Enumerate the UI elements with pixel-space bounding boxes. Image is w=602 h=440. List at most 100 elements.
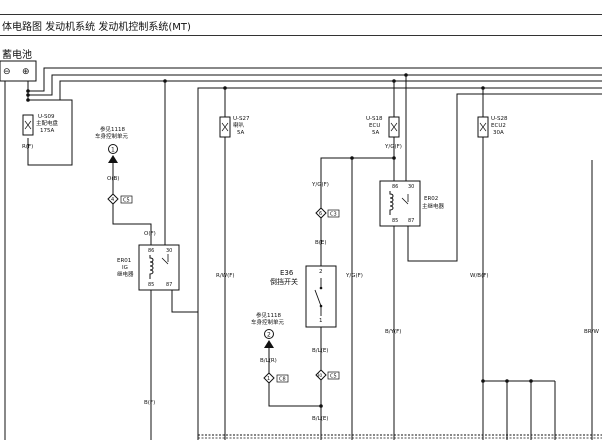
junction-dot xyxy=(26,93,30,97)
reference-2-num: 2 xyxy=(267,332,271,339)
fuse-u-s28: U-S28 ECU2 30A xyxy=(477,116,508,138)
wire-label-r-f: R(F) xyxy=(22,144,33,150)
wire-relay-er01-87 xyxy=(171,290,198,313)
reference-arrow-icon xyxy=(264,340,274,348)
wire-label-b-f: B(F) xyxy=(144,400,155,406)
fuse-u-s09: U-S09 主配电盘 175A xyxy=(22,114,59,136)
reference-arrow-icon xyxy=(108,155,118,163)
connector-ref: C8 xyxy=(279,377,286,383)
switch-terminal-icon xyxy=(319,304,323,308)
relay-er02-body xyxy=(379,180,421,227)
wire-label-o-f: O(F) xyxy=(144,231,156,237)
connector-pin: 1 xyxy=(267,376,270,382)
bus-line-3 xyxy=(28,80,602,101)
reference-2-line2: 车身控制单元 xyxy=(251,318,285,326)
connector-c3-pin6: 6 C3 xyxy=(315,207,340,219)
connector-ref-box xyxy=(327,209,340,218)
wire-label-b-l-e: B/L(E) xyxy=(312,348,328,354)
connector-c5-pin30: 30 C5 xyxy=(315,369,340,381)
reference-2-line1: 参见1118 xyxy=(256,311,281,319)
junction-dot xyxy=(26,98,30,102)
switch-e36-name: 倒挡开关 xyxy=(270,277,298,286)
battery-label: 蓄电池 xyxy=(2,48,32,61)
wire-label-r-w-f: R/W(F) xyxy=(216,273,235,279)
fuse-icon xyxy=(24,120,32,130)
battery-minus-icon: ⊖ xyxy=(3,67,11,77)
fuse-u-s27: U-S27 喇叭 5A xyxy=(219,88,250,138)
connector-ref-box xyxy=(276,374,289,383)
fuse-u-s09-code: U-S09 xyxy=(38,114,55,120)
battery: 蓄电池 ⊖ ⊕ xyxy=(0,48,37,82)
junction-dot xyxy=(529,379,533,383)
fuse-icon xyxy=(390,122,398,132)
reference-1-line2: 车身控制单元 xyxy=(95,132,129,140)
wire-label-b-l-r: B/L(R) xyxy=(260,358,277,364)
wire-label-br-w: BR/W xyxy=(584,329,599,335)
fuse-u-s27-rating: 5A xyxy=(237,130,244,136)
junction-dot xyxy=(505,379,509,383)
connector-pin: 6 xyxy=(319,211,322,217)
reference-2: 参见1118 车身控制单元 2 xyxy=(251,311,285,348)
relay-er01-name1: IG xyxy=(122,265,128,271)
wire-label-y-g-f-mid: Y/G(F) xyxy=(311,182,329,188)
battery-box xyxy=(0,60,37,82)
connector-ref: C5 xyxy=(330,374,337,380)
relay-er02: 86 30 85 87 ER02 主继电器 xyxy=(379,180,445,227)
junction-dot xyxy=(392,79,396,83)
wire-w-b-f-drops xyxy=(506,381,556,440)
relay-er02-pin-30: 30 xyxy=(408,184,414,190)
relay-er02-pin-85: 85 xyxy=(392,218,398,224)
wire-label-b-l-e-bottom: B/L(E) xyxy=(312,416,328,422)
fuse-u-s09-rating: 175A xyxy=(40,128,54,134)
connector-pin: 4 xyxy=(111,197,114,203)
wire-b-l-r-join xyxy=(268,383,321,407)
page-title: 体电路图 发动机系统 发动机控制系统(MT) xyxy=(2,22,191,33)
diagram-header: 体电路图 发动机系统 发动机控制系统(MT) xyxy=(0,14,602,36)
bus-line-2 xyxy=(28,74,602,96)
junction-dot xyxy=(481,379,485,383)
bus-line-1 xyxy=(28,67,602,92)
fuse-u-s09-name: 主配电盘 xyxy=(36,119,59,127)
junction-dot xyxy=(319,404,323,408)
fuse-u-s18: U-S18 ECU 5A xyxy=(366,116,400,138)
reference-1: 参见1118 车身控制单元 1 xyxy=(95,125,129,163)
connector-ref: C5 xyxy=(123,198,130,204)
wire-o-f xyxy=(112,204,152,245)
relay-er01-pin-87: 87 xyxy=(166,282,172,288)
relay-er01-body xyxy=(138,244,180,291)
reference-1-line1: 参见1118 xyxy=(100,125,125,133)
switch-terminal-icon xyxy=(319,286,323,290)
fuse-u-s27-name: 喇叭 xyxy=(233,121,245,129)
relay-er02-name: 主继电器 xyxy=(422,202,445,210)
connector-c8-pin1: 1 C8 xyxy=(263,372,289,384)
relay-contact-icon xyxy=(161,254,169,265)
relay-er01-name2: 继电器 xyxy=(117,270,134,278)
junction-dot xyxy=(481,86,485,90)
switch-e36-pin-top: 2 xyxy=(319,269,323,275)
fuse-u-s18-rating: 5A xyxy=(372,130,379,136)
switch-contact-icon xyxy=(314,278,322,316)
reference-1-circle xyxy=(108,144,118,154)
fuse-u-s28-code: U-S28 xyxy=(491,116,508,122)
wire-label-y-g-f-right: Y/G(F) xyxy=(345,273,363,279)
connector-ref: C3 xyxy=(330,212,337,218)
fuse-u-s18-code: U-S18 xyxy=(366,116,383,122)
wire-label-y-g-f-top: Y/G(F) xyxy=(384,144,402,150)
fuse-u-s28-name: ECU2 xyxy=(491,123,506,129)
relay-er01-pin-30: 30 xyxy=(166,248,172,254)
relay-er01-pin-85: 85 xyxy=(148,282,154,288)
relay-er02-pin-86: 86 xyxy=(392,184,398,190)
relay-er01-pin-86: 86 xyxy=(148,248,154,254)
relay-er02-code: ER02 xyxy=(424,196,438,202)
connector-ref-box xyxy=(120,195,133,204)
reference-1-num: 1 xyxy=(111,147,115,154)
relay-er01: 86 30 85 87 ER01 IG 继电器 xyxy=(117,244,180,291)
wire-relay-er02-87 xyxy=(407,93,602,262)
junction-dot xyxy=(404,73,408,77)
wire-label-o-b: O(B) xyxy=(107,176,119,182)
connector-c5-pin4: 4 C5 xyxy=(107,193,133,205)
battery-plus-icon: ⊕ xyxy=(22,67,30,77)
switch-e36: 2 1 E36 倒挡开关 xyxy=(270,265,337,328)
switch-e36-pin-bottom: 1 xyxy=(319,318,323,324)
